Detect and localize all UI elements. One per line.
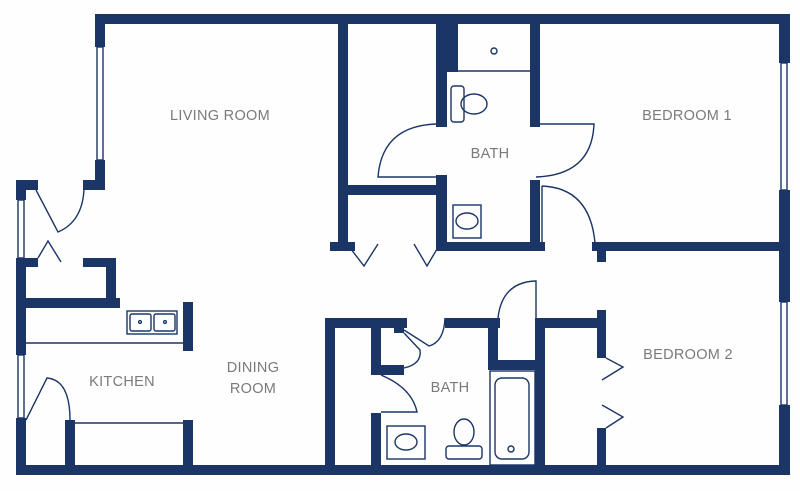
label-kitchen: KITCHEN bbox=[89, 374, 155, 390]
label-bedroom-1: BEDROOM 1 bbox=[642, 108, 732, 124]
fixtures bbox=[26, 47, 536, 466]
bath-sink-icon-2 bbox=[386, 425, 426, 460]
windows bbox=[17, 46, 788, 419]
doors bbox=[25, 123, 625, 429]
label-bath-2: BATH bbox=[431, 380, 470, 396]
bathtub-icon bbox=[489, 370, 536, 466]
label-dining-room-line2: ROOM bbox=[230, 381, 276, 397]
label-bath-1: BATH bbox=[471, 146, 510, 162]
shower-drain-icon bbox=[490, 47, 498, 55]
room-labels: LIVING ROOM BATH BEDROOM 1 KITCHEN DININ… bbox=[89, 108, 733, 397]
kitchen-sink-icon bbox=[126, 310, 178, 335]
label-dining-room-line1: DINING bbox=[227, 360, 280, 376]
toilet-icon-2 bbox=[445, 418, 483, 460]
walls bbox=[16, 14, 790, 475]
toilet-icon bbox=[450, 85, 488, 123]
bath-sink-icon bbox=[452, 204, 482, 239]
label-bedroom-2: BEDROOM 2 bbox=[643, 347, 733, 363]
label-living-room: LIVING ROOM bbox=[170, 108, 270, 124]
